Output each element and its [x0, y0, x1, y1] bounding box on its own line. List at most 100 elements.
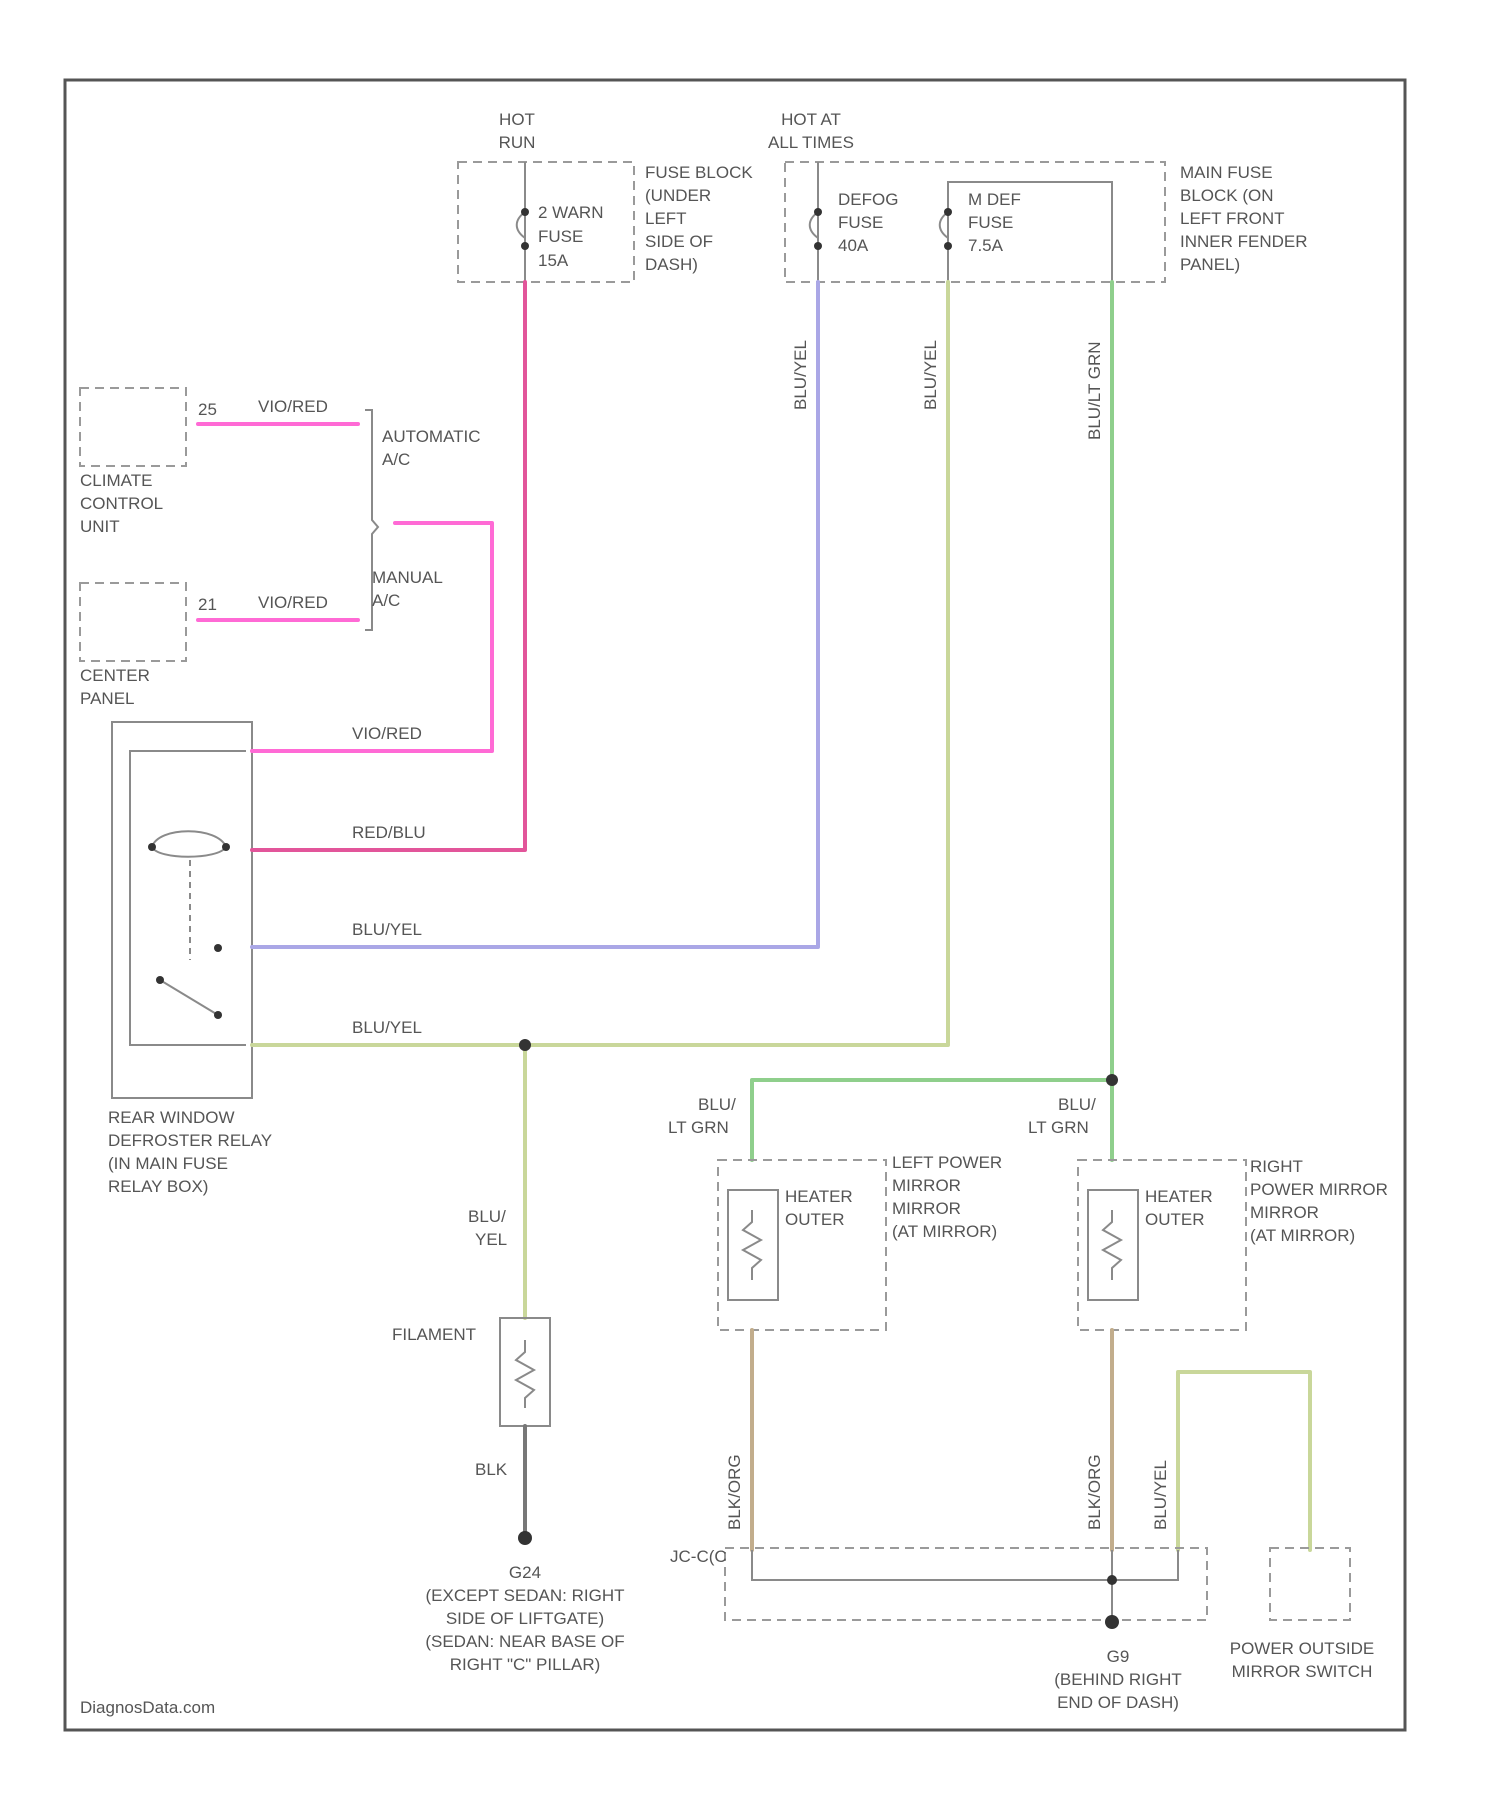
relay-coil-terminal-1: [148, 843, 156, 851]
hazard-fuse-label: 2 WARN FUSE 15A: [538, 203, 604, 270]
label-blk: BLK: [475, 1460, 508, 1479]
relay-label: REAR WINDOW DEFROSTER RELAY (IN MAIN FUS…: [108, 1108, 272, 1196]
joint-connector-box: [725, 1548, 1207, 1620]
main-fuse-line-3: LEFT FRONT: [1180, 209, 1285, 228]
climate-line-1: CLIMATE: [80, 471, 152, 490]
manual-ac-line-2: A/C: [372, 591, 400, 610]
wire-red-blu: [252, 282, 525, 850]
left-heater-line-2: OUTER: [785, 1210, 845, 1229]
ground-g24-line-4: (SEDAN: NEAR BASE OF: [425, 1632, 624, 1651]
manual-ac-line-1: MANUAL: [372, 568, 443, 587]
left-mirror-line-2: MIRROR: [892, 1176, 961, 1195]
hazard-fuse-line-1: 2 WARN: [538, 203, 604, 222]
right-mirror-box: [1078, 1160, 1246, 1330]
defog-fuse-terminal-bottom: [814, 242, 822, 250]
climate-pin-label: 25: [198, 400, 217, 419]
label-blk-org-left: BLK/ORG: [725, 1454, 744, 1530]
ground-point-g9: [1105, 1615, 1119, 1629]
filament-resistor: [516, 1340, 534, 1408]
hazard-fuse-symbol: [517, 212, 525, 238]
center-panel-line-1: CENTER: [80, 666, 150, 685]
fuse-block-line-4: SIDE OF: [645, 232, 713, 251]
right-mirror-line-2: POWER MIRROR: [1250, 1180, 1388, 1199]
splice-filament: [519, 1039, 531, 1051]
label-blu-yel-filament-2: YEL: [475, 1230, 507, 1249]
joint-splice: [1107, 1575, 1117, 1585]
left-mirror-line-1: LEFT POWER: [892, 1153, 1002, 1172]
filament-box: [500, 1318, 550, 1426]
hot-run-line-2: RUN: [499, 133, 536, 152]
power-switch-line-2: MIRROR SWITCH: [1232, 1662, 1373, 1681]
main-fuse-line-5: PANEL): [1180, 255, 1240, 274]
center-pin-label: 21: [198, 595, 217, 614]
label-blu-lt-grn-vert: BLU/LT GRN: [1085, 341, 1104, 440]
label-blu-lt-grn-left-2: LT GRN: [668, 1118, 729, 1137]
manual-ac-label: MANUAL A/C: [372, 568, 443, 610]
mdef-fuse-line-3: 7.5A: [968, 236, 1004, 255]
fuse-block-line-5: DASH): [645, 255, 698, 274]
label-blu-yel-switch: BLU/YEL: [1151, 1460, 1170, 1530]
right-mirror-line-3: MIRROR: [1250, 1203, 1319, 1222]
hazard-fuse-line-3: 15A: [538, 251, 569, 270]
hot-all-times-line-2: ALL TIMES: [768, 133, 854, 152]
label-blu-lt-grn-right-2: LT GRN: [1028, 1118, 1089, 1137]
left-mirror-box: [718, 1160, 886, 1330]
climate-line-2: CONTROL: [80, 494, 163, 513]
wire-blu-yel-defog: [252, 282, 818, 947]
defog-fuse-line-2: FUSE: [838, 213, 883, 232]
label-blu-lt-grn-left: BLU/ LT GRN: [668, 1095, 736, 1137]
relay-switch-arm: [160, 980, 218, 1015]
power-switch-label: POWER OUTSIDE MIRROR SWITCH: [1230, 1639, 1375, 1681]
center-panel-box: [80, 583, 186, 661]
left-mirror-label: LEFT POWER MIRROR MIRROR (AT MIRROR): [892, 1153, 1002, 1241]
left-mirror-line-4: (AT MIRROR): [892, 1222, 997, 1241]
defroster-relay-box: [112, 722, 252, 1098]
label-blu-lt-grn-right-1: BLU/: [1058, 1095, 1096, 1114]
left-heater-resistor: [743, 1210, 761, 1280]
label-blu-yel-vert2: BLU/YEL: [921, 340, 940, 410]
left-mirror-line-3: MIRROR: [892, 1199, 961, 1218]
main-fuse-line-4: INNER FENDER: [1180, 232, 1308, 251]
defog-fuse-label: DEFOG FUSE 40A: [838, 190, 898, 255]
fuse-block-line-1: FUSE BLOCK: [645, 163, 753, 182]
label-blu-yel-lav: BLU/YEL: [352, 920, 422, 939]
ground-g24-line-2: (EXCEPT SEDAN: RIGHT: [426, 1586, 625, 1605]
label-blk-org-right: BLK/ORG: [1085, 1454, 1104, 1530]
center-panel-label: CENTER PANEL: [80, 666, 150, 708]
ground-g24-line-3: SIDE OF LIFTGATE): [446, 1609, 604, 1628]
ground-g9-line-1: G9: [1107, 1647, 1130, 1666]
label-vio-red-top: VIO/RED: [258, 397, 328, 416]
label-blu-yel-filament: BLU/ YEL: [468, 1207, 507, 1249]
main-fuse-line-2: BLOCK (ON: [1180, 186, 1274, 205]
ground-g9-label: G9 (BEHIND RIGHT END OF DASH): [1054, 1647, 1182, 1712]
defog-fuse-line-3: 40A: [838, 236, 869, 255]
hot-all-times-line-1: HOT AT: [781, 110, 841, 129]
label-vio-red-mid: VIO/RED: [258, 593, 328, 612]
joint-connector-label: JC-C(C: [670, 1547, 727, 1566]
automatic-ac-line-2: A/C: [382, 450, 410, 469]
fuse-block-line-2: (UNDER: [645, 186, 711, 205]
automatic-ac-line-1: AUTOMATIC: [382, 427, 481, 446]
power-switch-line-1: POWER OUTSIDE: [1230, 1639, 1375, 1658]
label-blu-yel-vert1: BLU/YEL: [791, 340, 810, 410]
hazard-fuse-terminal-bottom: [521, 242, 529, 250]
relay-switch-pivot: [156, 976, 164, 984]
mdef-fuse-line-1: M DEF: [968, 190, 1021, 209]
defog-fuse-terminal-top: [814, 208, 822, 216]
splice-mirrors: [1106, 1074, 1118, 1086]
wire-blu-yel-switch: [1178, 1372, 1310, 1550]
hot-run-label: HOT RUN: [499, 110, 536, 152]
relay-line-4: RELAY BOX): [108, 1177, 208, 1196]
climate-control-unit-label: CLIMATE CONTROL UNIT: [80, 471, 163, 536]
mdef-fuse-terminal-top: [944, 208, 952, 216]
relay-coil-terminal-2: [222, 843, 230, 851]
automatic-ac-label: AUTOMATIC A/C: [382, 427, 481, 469]
filament-label: FILAMENT: [392, 1325, 476, 1344]
fuse-block-under-dash-label: FUSE BLOCK (UNDER LEFT SIDE OF DASH): [645, 163, 753, 274]
ground-point-g24: [518, 1531, 532, 1545]
label-blu-lt-grn-right: BLU/ LT GRN: [1028, 1095, 1096, 1137]
right-mirror-line-1: RIGHT: [1250, 1157, 1303, 1176]
center-panel-line-2: PANEL: [80, 689, 135, 708]
